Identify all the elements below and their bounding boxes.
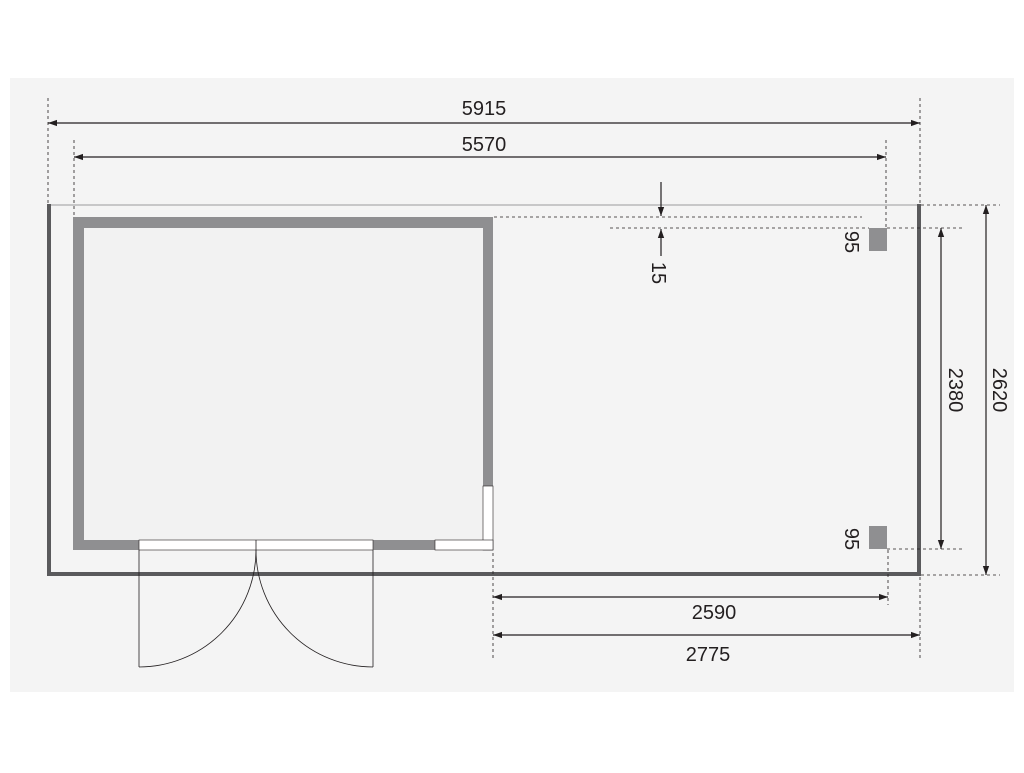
label-canopy-inner: 2590 xyxy=(692,602,737,624)
dimension-lines xyxy=(48,119,990,639)
label-inner-depth: 2380 xyxy=(944,368,966,413)
label-roof-width: 5570 xyxy=(462,134,507,156)
double-door-swing xyxy=(138,549,374,668)
garden-house-room xyxy=(73,217,494,551)
label-post-lower: 95 xyxy=(840,528,862,550)
label-overall-depth: 2620 xyxy=(988,368,1010,413)
label-overhang-offset: 15 xyxy=(647,262,669,284)
post-upper xyxy=(869,228,887,251)
extension-lines xyxy=(47,98,1000,660)
dimension-labels: 5915 5570 15 95 95 2380 2620 2590 2775 xyxy=(462,98,1010,666)
label-canopy-outer: 2775 xyxy=(686,644,731,666)
post-lower xyxy=(869,526,887,549)
label-post-upper: 95 xyxy=(840,231,862,253)
label-overall-width: 5915 xyxy=(462,98,507,120)
